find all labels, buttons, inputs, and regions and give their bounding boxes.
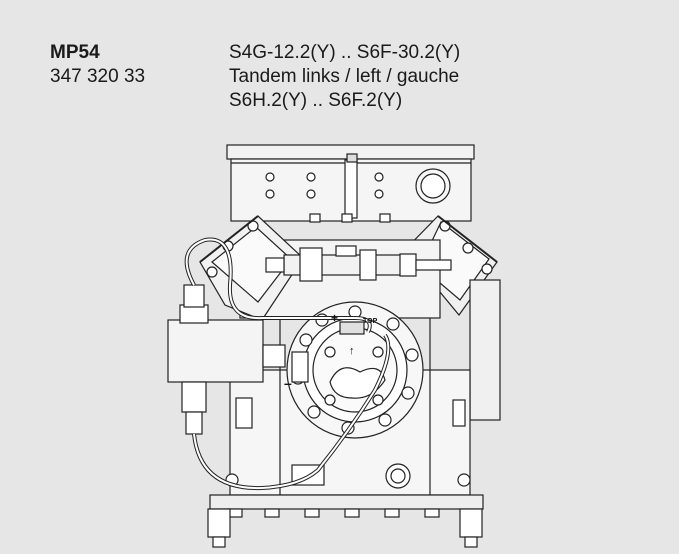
minus-label: –	[284, 375, 292, 391]
plus-label: +	[331, 311, 338, 325]
pipe-assembly	[265, 245, 452, 282]
model-label: MP54	[50, 42, 100, 63]
configuration-label: Tandem links / left / gauche	[229, 66, 460, 87]
oil-pump-flange	[286, 301, 424, 439]
secondary-range: S6H.2(Y) .. S6F.2(Y)	[229, 90, 403, 111]
capillary-tubes	[184, 237, 391, 491]
base-foot	[207, 463, 484, 548]
cylinder-head-left	[199, 215, 304, 321]
fittings	[235, 351, 466, 429]
arrow-up-label: ↑	[349, 345, 355, 357]
terminal-box	[226, 144, 475, 223]
top-label: TOP	[363, 318, 378, 325]
compressor-range: S4G-12.2(Y) .. S6F-30.2(Y)	[229, 42, 461, 63]
part-number: 347 320 33	[50, 66, 146, 87]
crankcase	[229, 239, 501, 496]
